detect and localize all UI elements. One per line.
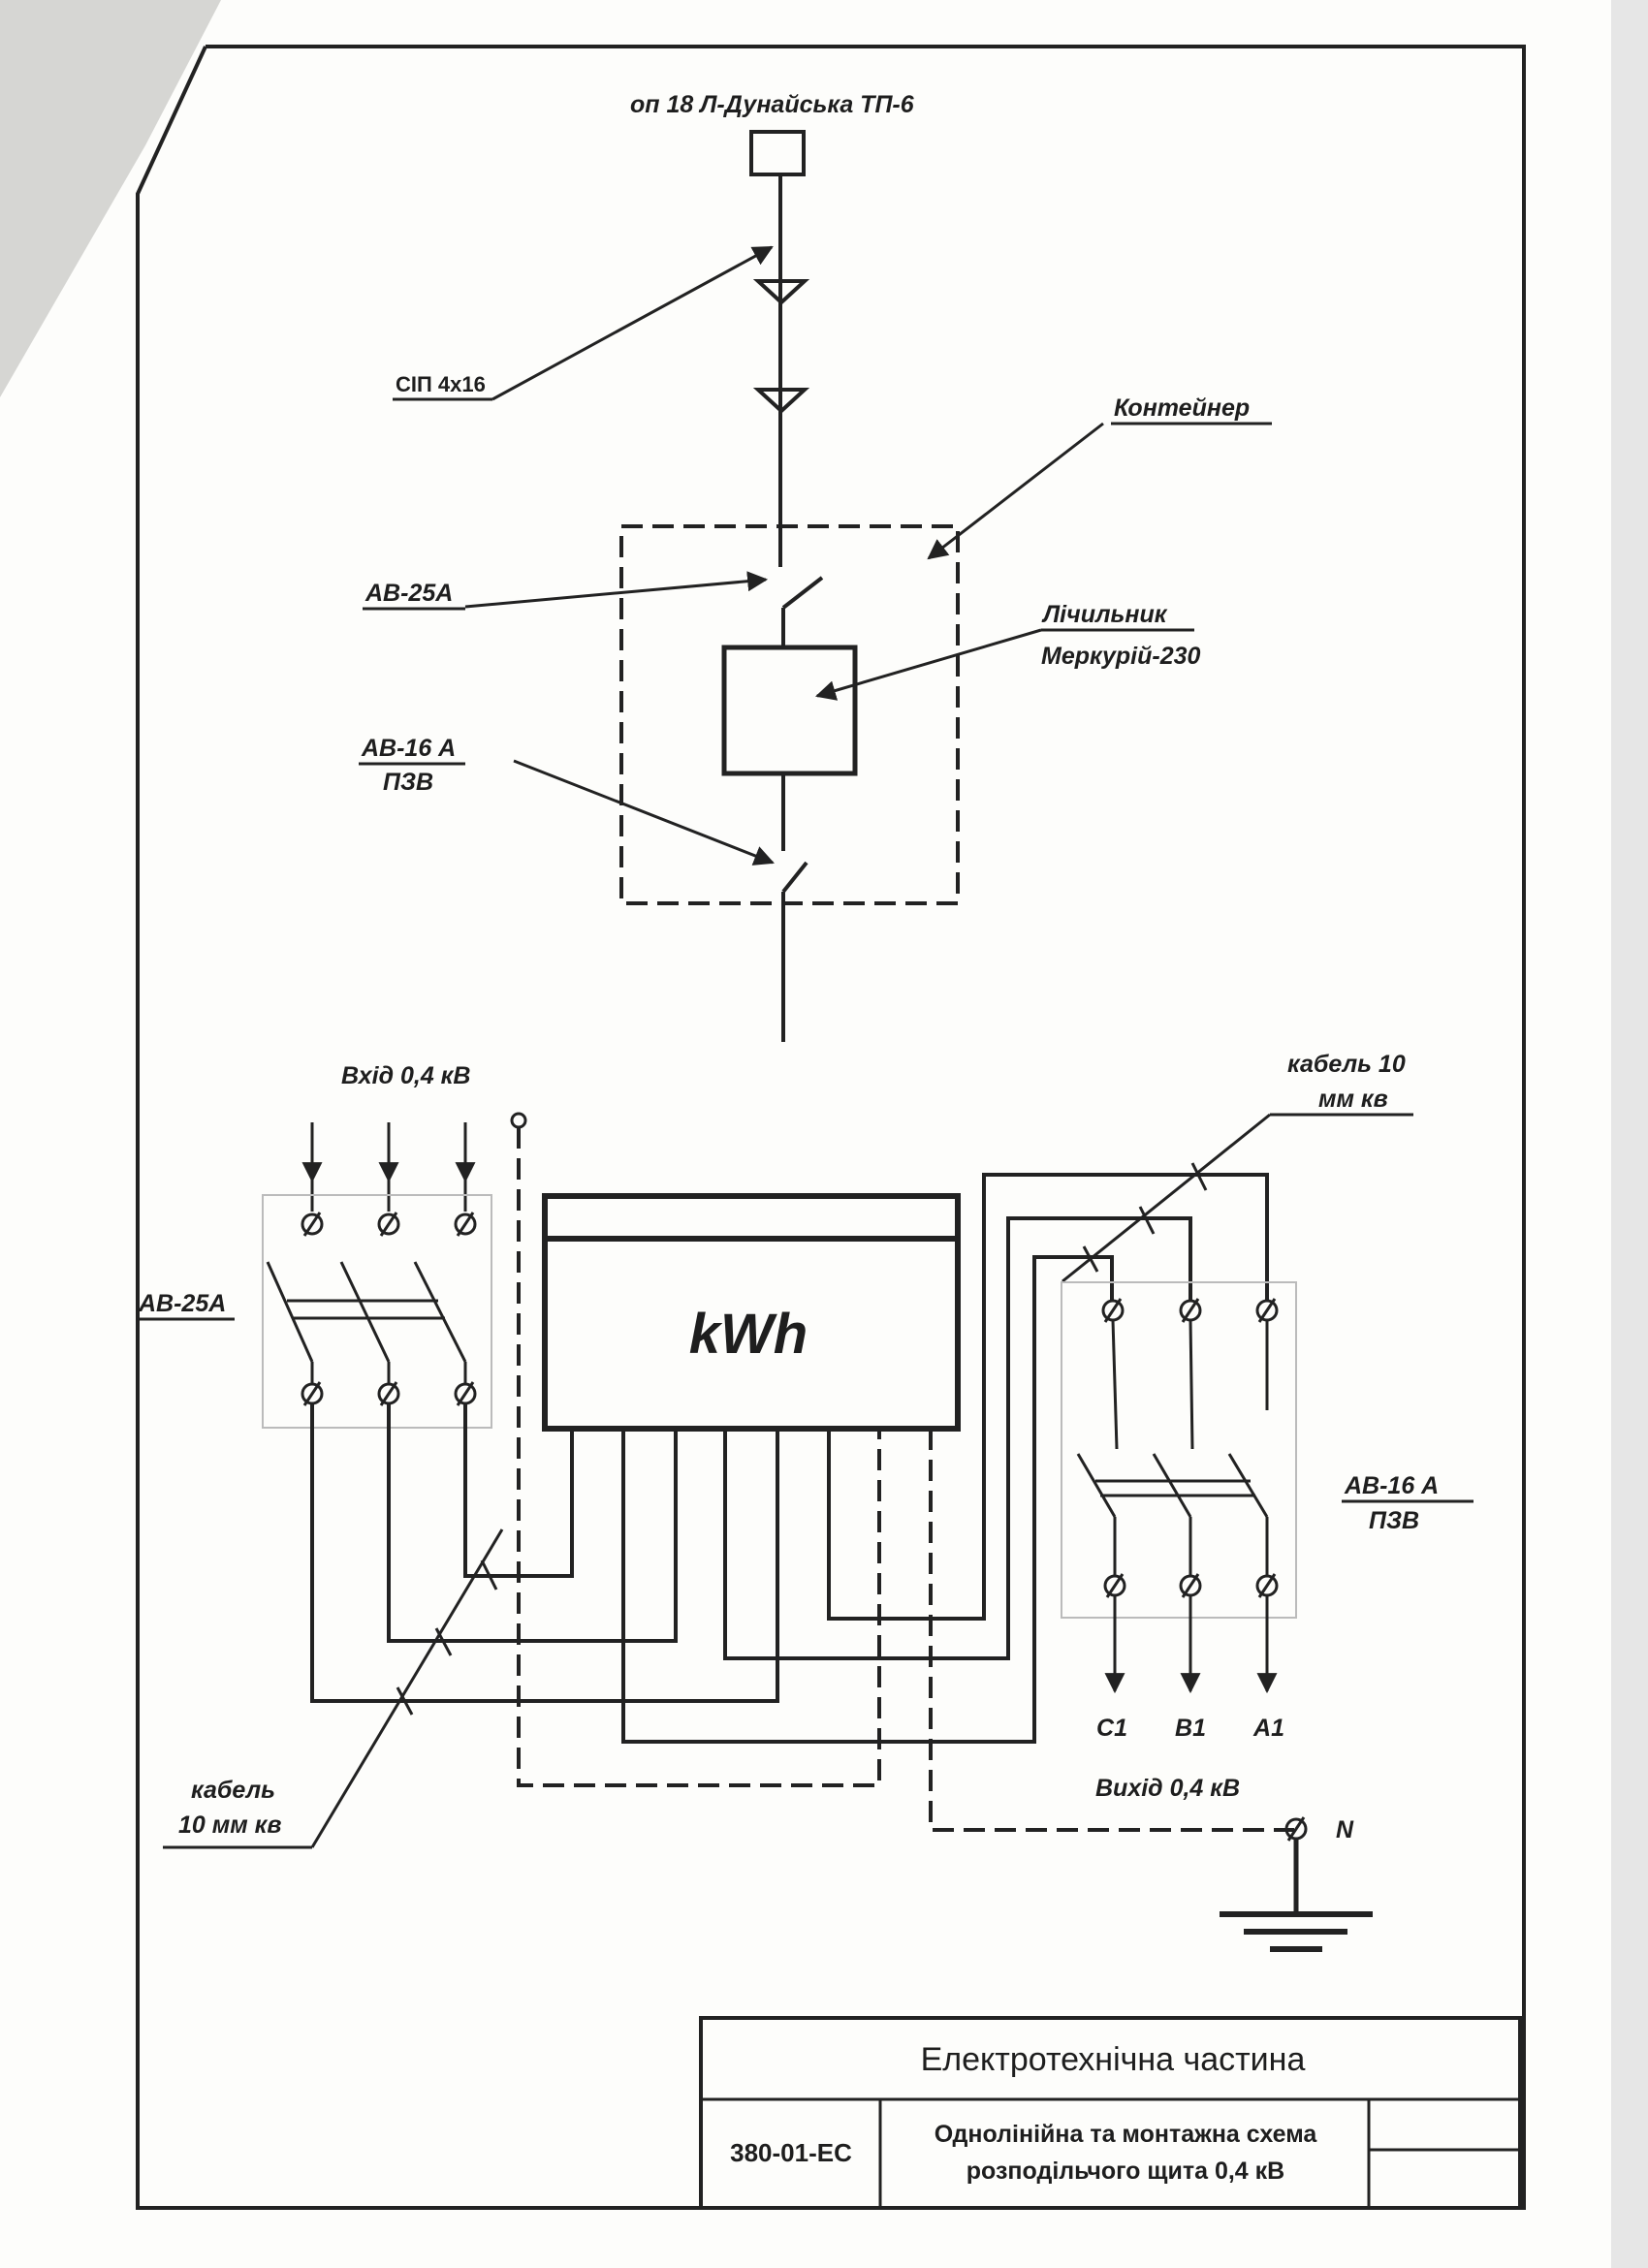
- output-label-b1: В1: [1175, 1715, 1206, 1742]
- neutral-terminal-slash: [1286, 1816, 1306, 1842]
- main-breaker-blades: [266, 1261, 467, 1363]
- container-leader: [927, 422, 1104, 560]
- output-label-a1: А1: [1252, 1715, 1284, 1742]
- title-block-description-line2: розподільчого щита 0,4 кВ: [967, 2158, 1284, 2185]
- rcd-breaker-label-line1: АВ-16 А: [361, 735, 456, 762]
- cable-left-leader: [310, 1528, 504, 1848]
- meter-box: [721, 645, 858, 776]
- title-block: Електротехнічна частина 380-01-ЕС Однолі…: [699, 2016, 1522, 2210]
- cable-runs: [310, 1173, 1294, 1832]
- cable-termination-lower: [752, 388, 810, 414]
- cable-right-label-line1: кабель 10: [1287, 1051, 1406, 1078]
- title-block-title: Електротехнічна частина: [921, 2041, 1306, 2078]
- rcd-breaker-blades: [1076, 1453, 1269, 1518]
- cable-termination-upper: [752, 279, 810, 305]
- main-breaker-label: АВ-25А: [138, 1290, 226, 1317]
- meter-label-line1: Лічильник: [1041, 601, 1168, 628]
- main-breaker-top-terminals: [301, 1212, 477, 1237]
- title-block-code: 380-01-ЕС: [730, 2138, 852, 2167]
- main-breaker-housing: [262, 1194, 492, 1429]
- main-breaker-leader: [464, 571, 769, 609]
- rcd-breaker-label-line2: ПЗВ: [1369, 1507, 1419, 1534]
- scan-edge-right: [1611, 0, 1648, 2268]
- rcd-breaker-label-line2: ПЗВ: [383, 769, 433, 796]
- rcd-breaker-housing: [1061, 1281, 1297, 1619]
- cable-right-label-line2: мм кв: [1318, 1086, 1388, 1113]
- rcd-breaker-leader: [513, 759, 775, 866]
- rcd-breaker-top-terminals: [1101, 1298, 1279, 1450]
- container-label: Контейнер: [1114, 394, 1250, 422]
- source-label: оп 18 Л-Дунайська ТП-6: [630, 91, 915, 118]
- cable-left-label-line2: 10 мм кв: [178, 1811, 281, 1839]
- cable-label: СІП 4х16: [396, 372, 486, 396]
- output-label: Вихід 0,4 кВ: [1095, 1775, 1240, 1802]
- neutral-dashed-loop: [517, 1127, 881, 1787]
- output-label-c1: С1: [1096, 1715, 1127, 1742]
- cable-right-leader: [1062, 1113, 1271, 1283]
- rcd-breaker-label-line1: АВ-16 А: [1344, 1472, 1439, 1499]
- cable-leader: [491, 245, 774, 401]
- kwh-display: kWh: [689, 1303, 808, 1366]
- main-breaker-blade: [781, 576, 824, 610]
- title-block-frame: [699, 2016, 1522, 2210]
- folded-corner: [0, 0, 221, 397]
- title-block-description-line1: Однолінійна та монтажна схема: [935, 2121, 1318, 2148]
- rcd-breaker-blade: [781, 861, 808, 894]
- source-box: [749, 130, 806, 176]
- container-outline: [619, 524, 960, 905]
- meter-leader: [814, 628, 1042, 701]
- input-label: Вхід 0,4 кВ: [341, 1062, 470, 1089]
- wiring-diagram: Вхід 0,4 кВ АВ-25А: [136, 1051, 1474, 1952]
- meter-label-line2: Меркурій-230: [1041, 643, 1201, 670]
- main-breaker-label: АВ-25А: [364, 580, 453, 607]
- kwh-meter: [542, 1193, 961, 1432]
- cable-left-label-line1: кабель: [191, 1777, 275, 1804]
- neutral-label: N: [1336, 1816, 1354, 1843]
- single-line-diagram: оп 18 Л-Дунайська ТП-6 СІП 4х16 Контейне…: [359, 91, 1272, 1042]
